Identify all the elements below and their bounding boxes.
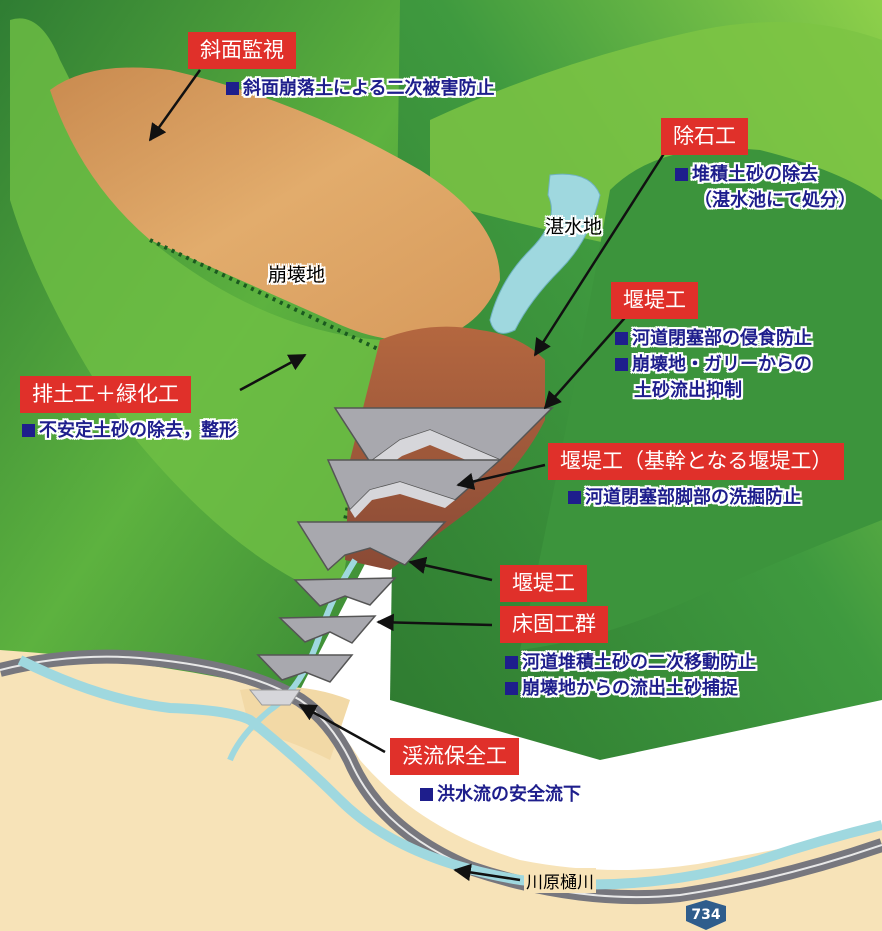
riverbank-sand [0, 650, 882, 931]
callout-rock-removal: 除石工 [661, 118, 748, 155]
dam-7-outline [248, 689, 301, 706]
river-name-label: 川原樋川 [524, 868, 596, 893]
leader-arrows [148, 69, 667, 882]
arrow-dam-upper [543, 311, 631, 410]
note-line: 河道堆積土砂の二次移動防止 [522, 652, 756, 673]
bullet-square [22, 424, 35, 437]
note-line: 土砂流出抑制 [634, 380, 742, 401]
bullet-square [675, 168, 688, 181]
note-line: （湛水池にて処分） [694, 190, 856, 211]
callout-dam-lower: 堰堤工 [500, 565, 587, 602]
note-line: 堆積土砂の除去 [692, 164, 818, 185]
callout-groundsill-group: 床固工群 [500, 606, 608, 643]
dam-1-face [370, 430, 500, 475]
arrow-dam-main [456, 463, 546, 490]
note-line: 崩壊地からの流出土砂捕捉 [522, 678, 738, 699]
arrow-channel-protection [298, 703, 386, 754]
callout-earth-removal-greening: 排土工＋緑化工 [20, 376, 191, 413]
dam-3 [296, 521, 447, 572]
arrow-slope-monitoring [148, 69, 202, 142]
note-channel-protection: 洪水流の安全流下 [420, 782, 581, 808]
road-edge [0, 655, 882, 899]
dam-4 [293, 577, 397, 607]
bullet-square [505, 656, 518, 669]
note-line: 河道閉塞部の侵食防止 [632, 328, 812, 349]
dam-stack [248, 407, 554, 706]
arrow-earth-removal [239, 353, 307, 392]
note-dam-main: 河道閉塞部脚部の洗掘防止 [568, 485, 801, 511]
bullet-square [226, 82, 239, 95]
note-line: 洪水流の安全流下 [437, 784, 581, 805]
ponded-water [489, 173, 601, 334]
dam-2-face [350, 482, 455, 518]
arrow-groundsill [376, 613, 493, 632]
dam-5 [278, 615, 377, 644]
note-groundsill-group: 河道堆積土砂の二次移動防止 崩壊地からの流出土砂捕捉 [505, 650, 756, 702]
note-rock-removal: 堆積土砂の除去 （湛水池にて処分） [675, 162, 856, 214]
arrow-river-direction [453, 863, 521, 882]
callout-dam-main: 堰堤工（基幹となる堰堤工） [548, 443, 845, 480]
note-line: 崩壊地・ガリーからの [632, 354, 812, 375]
bullet-square [505, 682, 518, 695]
inner-ridge [520, 148, 882, 650]
callout-channel-protection: 渓流保全工 [390, 738, 519, 775]
arrow-rock-removal [533, 151, 667, 357]
note-slope-monitoring: 斜面崩落土による二次被害防止 [226, 76, 494, 102]
bullet-square [615, 358, 628, 371]
note-line: 河道閉塞部脚部の洗掘防止 [585, 487, 801, 508]
label-collapse-area: 崩壊地 [268, 264, 326, 286]
note-line: 不安定土砂の除去，整形 [39, 420, 237, 441]
dam-6 [256, 654, 354, 683]
label-ponded-water: 湛水地 [545, 216, 603, 238]
note-earth-removal-greening: 不安定土砂の除去，整形 [22, 418, 237, 444]
bullet-square [420, 788, 433, 801]
river [17, 655, 882, 890]
bullet-square [615, 332, 628, 345]
note-line: 斜面崩落土による二次被害防止 [243, 78, 495, 99]
bullet-square [568, 491, 581, 504]
callout-dam-upper: 堰堤工 [611, 282, 698, 319]
note-dam-upper: 河道閉塞部の侵食防止 崩壊地・ガリーからの 土砂流出抑制 [615, 326, 812, 404]
arrow-dam-lower [408, 556, 493, 582]
callout-slope-monitoring: 斜面監視 [188, 32, 296, 69]
